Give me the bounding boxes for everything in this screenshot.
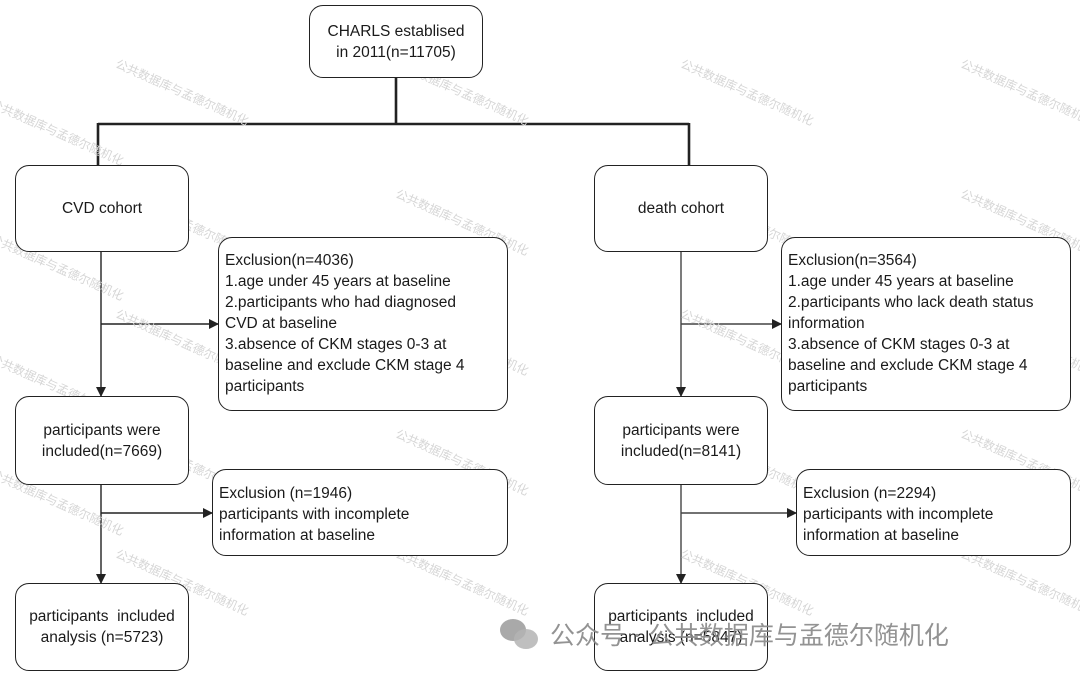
death-analysis-box: participants included analysis (n=5847)	[594, 583, 768, 671]
death-cohort-label: death cohort	[637, 200, 725, 217]
cvd-analysis-box: participants included analysis (n=5723)	[15, 583, 189, 671]
cvd-exclusion-1-line-2: 1.age under 45 years at baseline	[225, 273, 451, 290]
charls-line-2: in 2011(n=11705)	[336, 43, 456, 61]
cvd-included-box: participants were included(n=7669)	[15, 396, 189, 485]
cvd-cohort-box: CVD cohort	[15, 165, 189, 252]
death-exclusion-1-line-7: participants	[788, 378, 868, 395]
death-exclusion-1-line-6: baseline and exclude CKM stage 4	[788, 357, 1028, 374]
death-exclusion-1-line-2: 1.age under 45 years at baseline	[788, 273, 1014, 290]
death-included-box: participants were included(n=8141)	[594, 396, 768, 485]
cvd-exclusion-2-line-2: participants with incomplete	[219, 506, 410, 523]
cvd-exclusion-2-box: Exclusion (n=1946) participants with inc…	[212, 469, 508, 556]
charls-line-1: CHARLS establised	[327, 22, 465, 40]
cvd-analysis-line-1: participants included	[29, 608, 175, 625]
death-included-line-1: participants were	[622, 421, 740, 439]
charls-baseline-box: CHARLS establised in 2011(n=11705)	[309, 5, 483, 78]
cvd-exclusion-1-line-4: CVD at baseline	[225, 315, 338, 332]
cvd-included-line-2: included(n=7669)	[41, 442, 163, 460]
death-exclusion-1-line-5: 3.absence of CKM stages 0-3 at	[788, 336, 1010, 353]
cvd-exclusion-1-line-1: Exclusion(n=4036)	[225, 252, 354, 269]
death-exclusion-2-line-3: information at baseline	[803, 527, 959, 544]
death-exclusion-1-line-3: 2.participants who lack death status	[788, 294, 1034, 311]
death-exclusion-1-line-1: Exclusion(n=3564)	[788, 252, 917, 269]
cvd-included-line-1: participants were	[43, 421, 161, 439]
cvd-exclusion-2-line-3: information at baseline	[219, 527, 375, 544]
death-exclusion-2-line-2: participants with incomplete	[803, 506, 994, 523]
cvd-exclusion-1-line-3: 2.participants who had diagnosed	[225, 294, 456, 311]
death-exclusion-1-line-4: information	[788, 315, 865, 332]
death-analysis-line-1: participants included	[608, 608, 754, 625]
death-included-line-2: included(n=8141)	[620, 442, 742, 460]
death-analysis-line-2: analysis (n=5847)	[619, 629, 743, 646]
cvd-exclusion-1-line-7: participants	[225, 378, 305, 395]
cvd-exclusion-1-box: Exclusion(n=4036) 1.age under 45 years a…	[218, 237, 508, 411]
cvd-exclusion-2-line-1: Exclusion (n=1946)	[219, 485, 353, 502]
cvd-cohort-label: CVD cohort	[61, 200, 143, 217]
death-exclusion-2-line-1: Exclusion (n=2294)	[803, 485, 937, 502]
cvd-exclusion-1-line-5: 3.absence of CKM stages 0-3 at	[225, 336, 447, 353]
death-exclusion-1-box: Exclusion(n=3564) 1.age under 45 years a…	[781, 237, 1071, 411]
cvd-exclusion-1-line-6: baseline and exclude CKM stage 4	[225, 357, 465, 374]
death-cohort-box: death cohort	[594, 165, 768, 252]
death-exclusion-2-box: Exclusion (n=2294) participants with inc…	[796, 469, 1071, 556]
cvd-analysis-line-2: analysis (n=5723)	[40, 629, 164, 646]
